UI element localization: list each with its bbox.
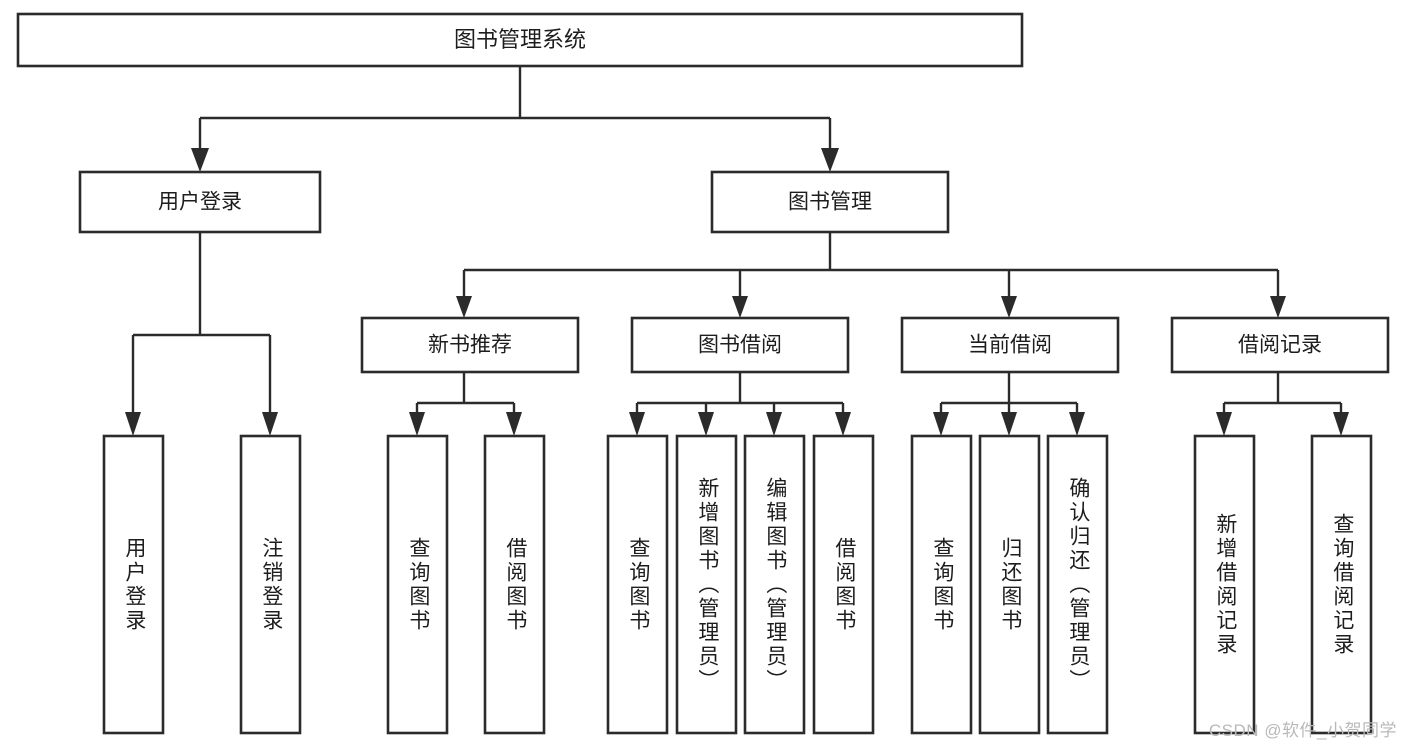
node-leaf-query-book-recommend[interactable] <box>386 434 449 735</box>
node-book-borrow-label: 图书借阅 <box>698 334 782 357</box>
node-leaf-return-book[interactable] <box>978 434 1041 735</box>
node-current-borrow-label: 当前借阅 <box>968 334 1052 357</box>
arrow-head-bookmgmt <box>821 148 839 172</box>
node-leaf-query-borrow-record[interactable] <box>1310 434 1373 735</box>
arrow-head-bookborrow-leaf2 <box>698 412 714 436</box>
arrow-head-currentborrow-leaf1 <box>933 412 949 436</box>
node-current-borrow[interactable] <box>900 316 1120 374</box>
node-leaf-logout[interactable] <box>239 434 302 735</box>
node-leaf-confirm-return-admin[interactable] <box>1046 434 1109 735</box>
connector-group-newbook-leaves <box>409 372 522 436</box>
node-leaf-query-book-current[interactable] <box>910 434 973 735</box>
node-leaf-user-login[interactable] <box>102 434 165 735</box>
connector-group-userlogin-leaves <box>125 232 278 436</box>
arrow-head-bookborrow <box>732 296 748 318</box>
connector-group-root <box>191 66 839 172</box>
node-new-book-recommend[interactable] <box>360 316 580 374</box>
arrow-head-currentborrow-leaf3 <box>1069 412 1085 436</box>
arrow-head-borrowrecord-leaf1 <box>1216 412 1232 436</box>
arrow-head-borrowrecord-leaf2 <box>1333 412 1349 436</box>
node-user-login-label: 用户登录 <box>158 191 242 214</box>
arrow-head-bookborrow-leaf3 <box>766 412 782 436</box>
node-book-management-label: 图书管理 <box>788 191 872 214</box>
node-leaf-borrow-book[interactable] <box>812 434 875 735</box>
node-leaf-borrow-book-recommend[interactable] <box>483 434 546 735</box>
node-book-management[interactable] <box>710 170 950 234</box>
csdn-watermark: CSDN @软件_小贺同学 <box>1208 721 1397 740</box>
node-leaf-query-book-borrow[interactable] <box>606 434 669 735</box>
node-borrow-record[interactable] <box>1170 316 1390 374</box>
arrow-head-newbook <box>456 296 472 318</box>
node-leaf-add-borrow-record[interactable] <box>1193 434 1256 735</box>
arrow-head-userlogin-leaf2 <box>262 412 278 436</box>
arrow-head-newbook-leaf2 <box>506 412 522 436</box>
node-user-login[interactable] <box>78 170 322 234</box>
arrow-head-newbook-leaf1 <box>409 412 425 436</box>
connector-group-borrowrecord-leaves <box>1216 372 1349 436</box>
arrow-head-userlogin-leaf1 <box>125 412 141 436</box>
node-root-label: 图书管理系统 <box>454 27 586 52</box>
node-leaf-edit-book-admin[interactable] <box>743 434 806 735</box>
arrow-head-borrowrecord <box>1270 296 1286 318</box>
connector-group-bookmgmt <box>456 232 1286 318</box>
connector-group-currentborrow-leaves <box>933 372 1085 436</box>
arrow-head-bookborrow-leaf1 <box>629 412 645 436</box>
arrow-head-bookborrow-leaf4 <box>835 412 851 436</box>
node-new-book-recommend-label: 新书推荐 <box>428 334 512 357</box>
node-root-book-management-system[interactable] <box>16 12 1024 68</box>
connector-group-bookborrow-leaves <box>629 372 851 436</box>
arrow-head-currentborrow <box>1001 296 1017 318</box>
arrow-head-currentborrow-leaf2 <box>1001 412 1017 436</box>
node-book-borrow[interactable] <box>630 316 850 374</box>
node-leaf-add-book-admin[interactable] <box>675 434 738 735</box>
arrow-head-userlogin <box>191 148 209 172</box>
node-borrow-record-label: 借阅记录 <box>1238 334 1322 357</box>
